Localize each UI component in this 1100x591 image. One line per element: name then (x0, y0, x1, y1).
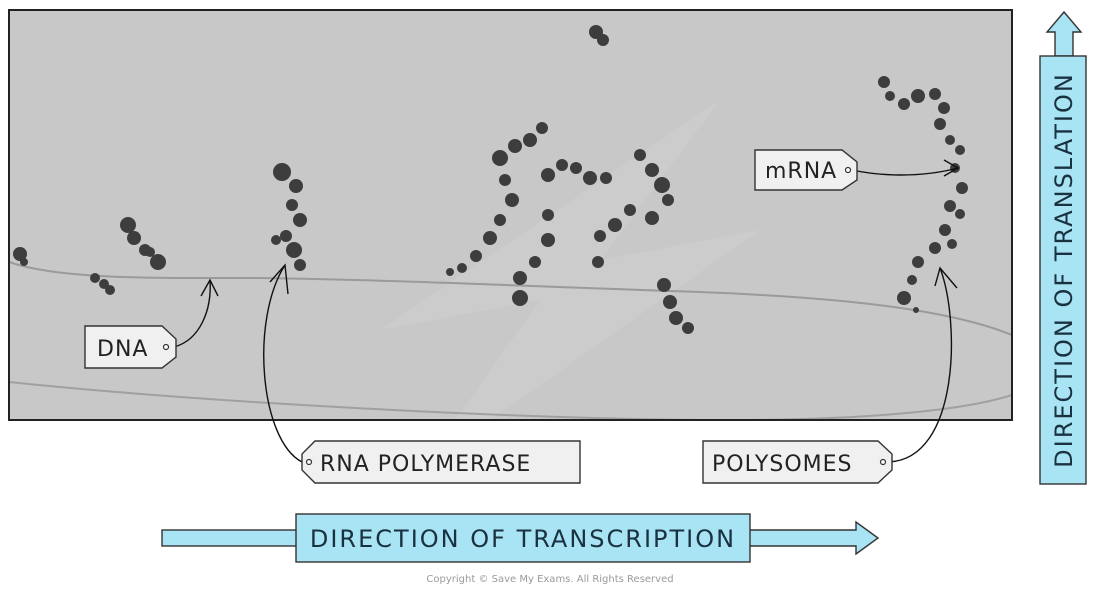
mrna-label: mRNA (765, 159, 837, 184)
dna-strand (9, 261, 1012, 336)
rna-polymerase-label: RNA POLYMERASE (320, 452, 531, 477)
micrograph-frame (8, 9, 1013, 421)
copyright-notice: Copyright © Save My Exams. All Rights Re… (426, 574, 673, 585)
polymerase-clusters (13, 25, 968, 334)
micrograph (9, 10, 1012, 420)
polysomes-label: POLYSOMES (712, 452, 852, 477)
watermark (380, 100, 760, 420)
dna-pointer (173, 279, 211, 348)
transcription-label: DIRECTION OF TRANSCRIPTION (310, 525, 736, 553)
tag-polysomes: POLYSOMES (702, 440, 893, 484)
mrna-pointer (851, 167, 959, 176)
polysomes-pointer (887, 267, 953, 463)
translation-label: DIRECTION OF TRANSLATION (1050, 72, 1078, 468)
dna-label: DNA (97, 337, 148, 362)
pointer-arrows (173, 159, 960, 463)
transcription-arrow: DIRECTION OF TRANSCRIPTION (161, 513, 880, 563)
polymerase-pointer (263, 264, 303, 463)
tag-mrna: mRNA (754, 149, 858, 191)
translation-arrow: DIRECTION OF TRANSLATION (1039, 10, 1087, 485)
lower-strand (9, 381, 1012, 420)
tag-dna: DNA (84, 325, 177, 369)
tag-rna-polymerase: RNA POLYMERASE (301, 440, 581, 484)
